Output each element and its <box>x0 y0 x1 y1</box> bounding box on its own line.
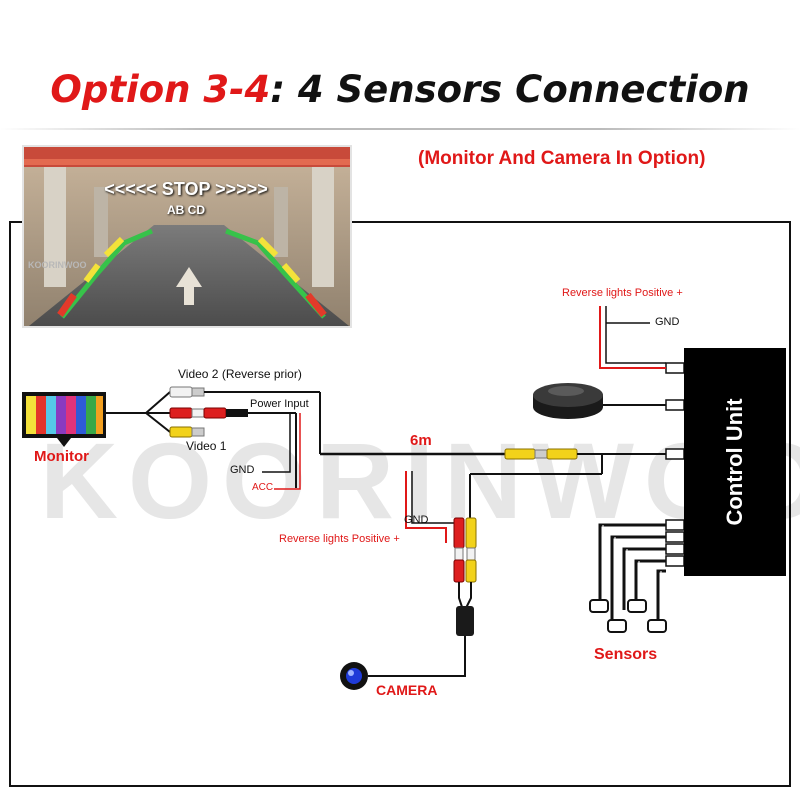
title-rest: : 4 Sensors Connection <box>270 68 750 111</box>
sensor-icon <box>589 599 667 633</box>
label-reverse-top: Reverse lights Positive + <box>562 287 683 299</box>
label-monitor: Monitor <box>34 448 89 465</box>
label-camera: CAMERA <box>376 682 438 698</box>
label-gnd-top: GND <box>655 316 680 328</box>
rca-inline-connector <box>504 448 578 460</box>
power-plug <box>226 409 248 417</box>
rca-yellow-connector <box>169 426 205 438</box>
camera-icon <box>340 662 368 690</box>
title-divider <box>0 128 800 130</box>
label-power-input: Power Input <box>250 398 309 410</box>
buzzer-icon <box>533 383 603 419</box>
control-unit: Control Unit <box>684 348 786 576</box>
label-sensors: Sensors <box>594 646 658 663</box>
screen-watermark: KOORINWOO <box>28 260 87 270</box>
title-highlight: Option 3-4 <box>50 68 271 111</box>
label-acc: ACC <box>252 482 274 493</box>
label-gnd-left: GND <box>230 464 255 476</box>
parking-screen-image <box>24 147 350 326</box>
rca-white-connector <box>169 386 205 398</box>
label-reverse-center: Reverse lights Positive + <box>279 533 400 545</box>
monitor-icon <box>22 392 106 447</box>
stop-warning: <<<<< STOP >>>>> <box>104 179 268 199</box>
label-video1: Video 1 <box>186 439 227 453</box>
screen-preview: <<<<< STOP >>>>> AB CD KOORINWOO <box>22 145 352 328</box>
camera-rca-connectors <box>453 517 477 583</box>
option-note: (Monitor And Camera In Option) <box>418 148 706 169</box>
diagram-frame <box>9 221 791 787</box>
label-video2: Video 2 (Reverse prior) <box>178 367 302 381</box>
sensor-zones: AB CD <box>167 203 205 217</box>
rca-red-connector <box>169 407 227 419</box>
label-cable-length: 6m <box>410 432 432 449</box>
label-gnd-center: GND <box>404 514 429 526</box>
page-title: Option 3-4: 4 Sensors Connection <box>0 68 800 111</box>
control-unit-label: Control Unit <box>722 398 747 526</box>
